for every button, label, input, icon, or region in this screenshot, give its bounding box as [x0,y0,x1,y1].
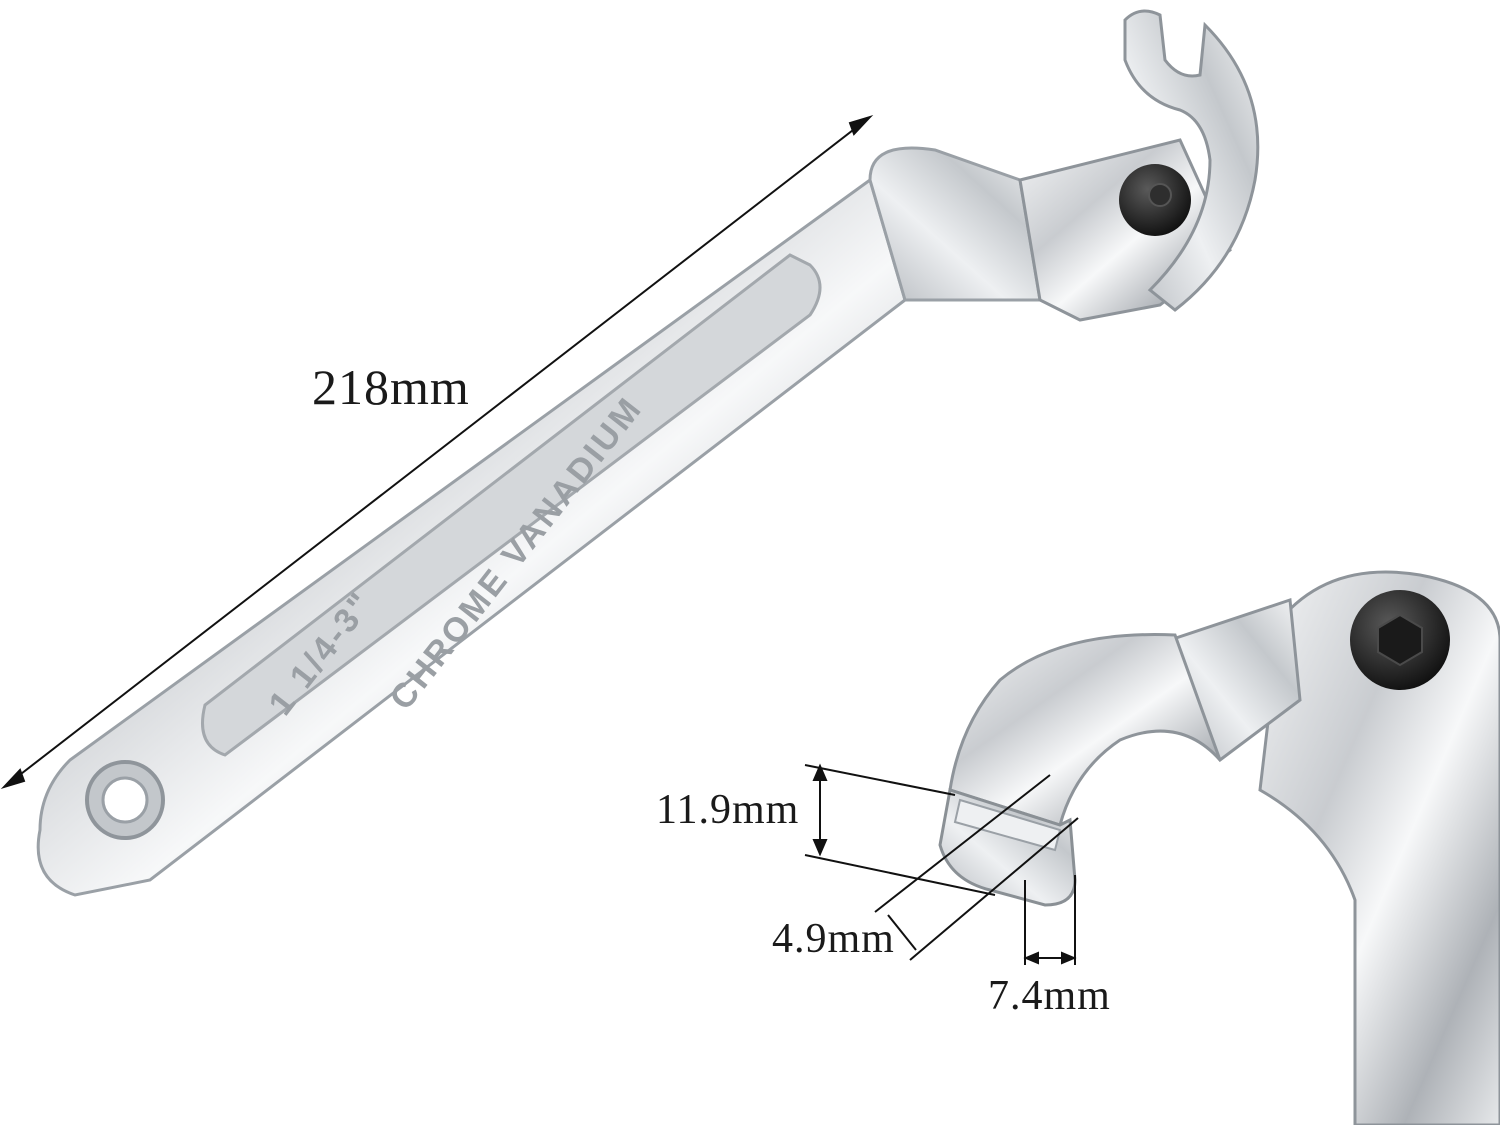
hook-closeup [938,570,1500,1125]
hook-arm [1123,9,1260,312]
overall-length-label: 218mm [312,359,470,415]
hook-width-label: 4.9mm [772,916,895,962]
hook-height-label: 11.9mm [656,787,800,833]
hook-thickness-label: 7.4mm [988,973,1111,1019]
length-dimension-line [0,114,874,790]
wrench-main [36,9,1260,897]
detail-dimension-lines [804,763,1079,965]
